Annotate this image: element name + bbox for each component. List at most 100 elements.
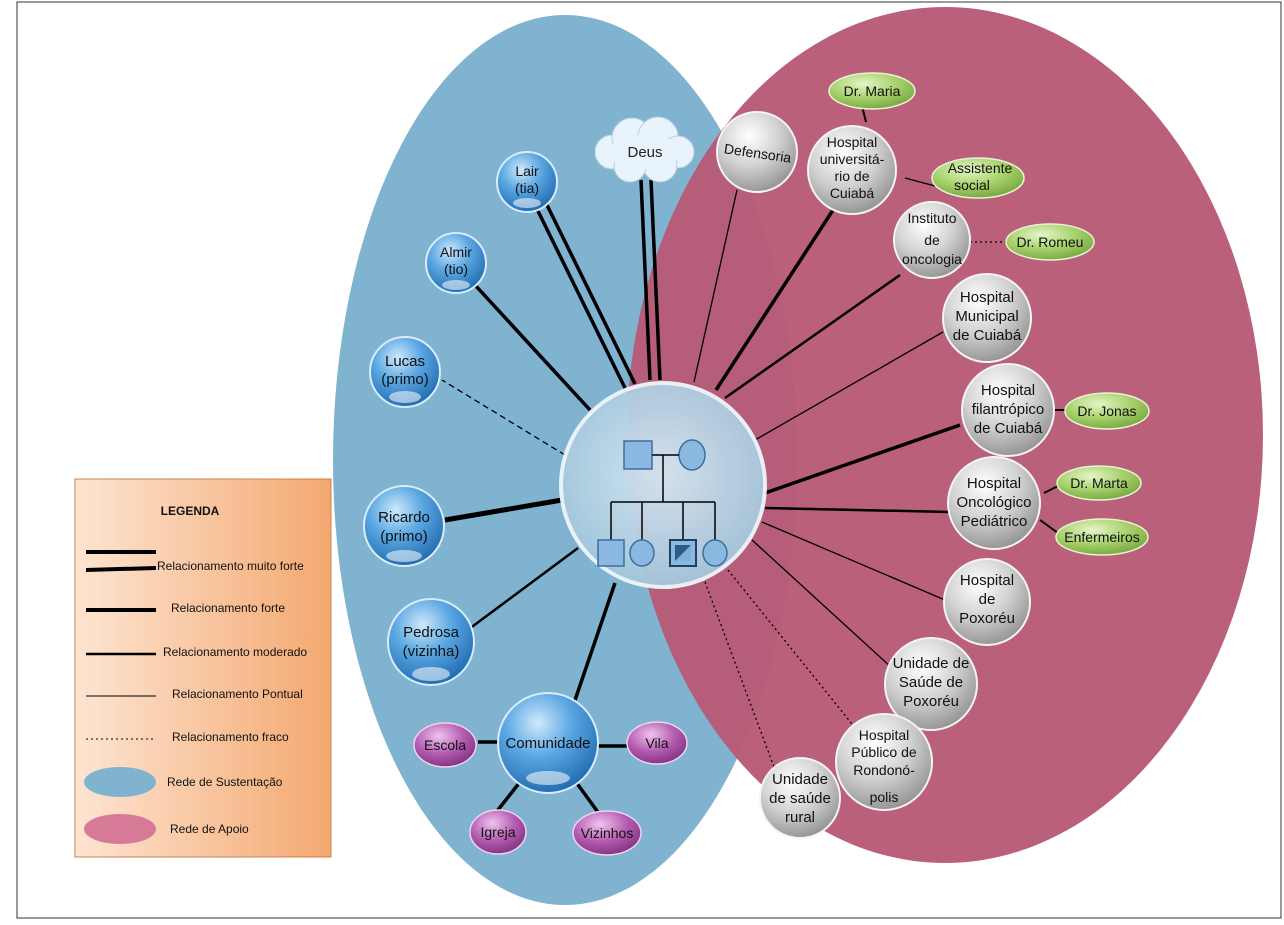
enfermeiros-label: Enfermeiros — [1064, 529, 1139, 545]
daughter-circle — [629, 539, 655, 567]
legend-moderate: Relacionamento moderado — [163, 645, 307, 659]
node-enfermeiros: Enfermeiros — [1055, 518, 1149, 556]
hosp-pox-line1: Hospital — [960, 572, 1014, 589]
hosp-pox-line2: de — [979, 591, 996, 608]
node-instituto-oncologia: Instituto de oncologia — [893, 201, 971, 279]
hosp-mun-line2: Municipal — [955, 308, 1018, 325]
node-unidade-saude-poxoreu: Unidade de Saúde de Poxoréu — [884, 637, 978, 731]
hosp-onco-line2: Oncológico — [956, 494, 1031, 511]
legend: LEGENDA Relacionamento muito forte Relac… — [74, 478, 332, 858]
deus-label: Deus — [627, 144, 662, 161]
node-igreja: Igreja — [469, 809, 527, 855]
node-unidade-saude-rural: Unidade de saúde rural — [759, 757, 841, 839]
node-lair: Lair (tia) — [496, 151, 558, 213]
comunidade-label: Comunidade — [505, 735, 590, 752]
ricardo-relation: (primo) — [380, 528, 428, 545]
legend-punctual: Relacionamento Pontual — [172, 687, 303, 701]
legend-strong: Relacionamento forte — [171, 601, 285, 615]
hosp-univ-line4: Cuiabá — [830, 185, 875, 201]
daughter2-circle — [702, 539, 728, 567]
vila-label: Vila — [645, 735, 668, 751]
pedrosa-name: Pedrosa — [403, 624, 460, 641]
usr-line2: de saúde — [769, 790, 831, 807]
hosp-rond-line2: Público de — [851, 744, 917, 760]
hosp-univ-line2: universitá- — [820, 151, 885, 167]
ricardo-name: Ricardo — [378, 509, 430, 526]
assistente-line2: social — [954, 177, 990, 193]
support-connections — [441, 179, 662, 817]
legend-very-strong: Relacionamento muito forte — [157, 559, 304, 573]
node-dr-maria: Dr. Maria — [828, 72, 916, 110]
node-escola: Escola — [413, 722, 477, 768]
usp-line2: Saúde de — [899, 674, 963, 691]
son-square — [597, 539, 625, 567]
instituto-line1: Instituto — [907, 210, 956, 226]
hosp-mun-line3: de Cuiabá — [953, 327, 1022, 344]
legend-title: LEGENDA — [161, 504, 220, 518]
cloud-deus: Deus — [594, 116, 695, 183]
node-hospital-universitario: Hospital universitá- rio de Cuiabá — [807, 125, 897, 215]
dr-marta-label: Dr. Marta — [1070, 475, 1128, 491]
legend-box — [74, 478, 332, 858]
node-lucas: Lucas (primo) — [369, 336, 441, 408]
igreja-label: Igreja — [480, 824, 515, 840]
hosp-pox-line3: Poxoréu — [959, 610, 1015, 627]
lucas-name: Lucas — [385, 353, 425, 370]
node-hospital-filantropico: Hospital filantrópico de Cuiabá — [961, 363, 1055, 457]
legend-help: Rede de Apoio — [170, 822, 249, 836]
hosp-filan-line3: de Cuiabá — [974, 420, 1043, 437]
lair-name: Lair — [515, 163, 539, 179]
instituto-line3: oncologia — [902, 251, 962, 267]
node-comunidade: Comunidade — [497, 692, 599, 794]
mother-circle — [678, 439, 706, 471]
dr-jonas-label: Dr. Jonas — [1077, 403, 1136, 419]
node-pedrosa: Pedrosa (vizinha) — [387, 598, 475, 686]
legend-support-swatch — [84, 767, 156, 797]
usr-line1: Unidade — [772, 771, 828, 788]
dr-maria-label: Dr. Maria — [844, 83, 901, 99]
lair-relation: (tia) — [515, 180, 539, 196]
lucas-relation: (primo) — [381, 371, 429, 388]
usp-line1: Unidade de — [893, 655, 970, 672]
hosp-univ-line1: Hospital — [827, 134, 878, 150]
dr-romeu-label: Dr. Romeu — [1017, 234, 1084, 250]
help-network-ellipse — [627, 7, 1263, 863]
almir-relation: (tio) — [444, 261, 468, 277]
hosp-mun-line1: Hospital — [960, 289, 1014, 306]
father-square — [623, 440, 653, 470]
node-ricardo: Ricardo (primo) — [363, 485, 445, 567]
node-dr-romeu: Dr. Romeu — [1005, 223, 1095, 261]
node-hospital-poxoreu: Hospital de Poxoréu — [943, 558, 1031, 646]
hosp-univ-line3: rio de — [834, 168, 869, 184]
hosp-filan-line2: filantrópico — [972, 401, 1045, 418]
legend-weak: Relacionamento fraco — [172, 730, 289, 744]
node-dr-marta: Dr. Marta — [1056, 465, 1142, 501]
node-assistente-social: Assistente social — [931, 157, 1025, 199]
help-connections — [693, 105, 1065, 776]
hosp-rond-line4: polis — [870, 789, 899, 805]
legend-support: Rede de Sustentação — [167, 775, 283, 789]
family-genogram — [559, 381, 767, 589]
node-almir: Almir (tio) — [425, 232, 487, 294]
node-dr-jonas: Dr. Jonas — [1064, 392, 1150, 430]
usp-line3: Poxoréu — [903, 693, 959, 710]
escola-label: Escola — [424, 737, 466, 753]
hosp-filan-line1: Hospital — [981, 382, 1035, 399]
legend-help-swatch — [84, 814, 156, 844]
instituto-line2: de — [924, 232, 940, 248]
almir-name: Almir — [440, 244, 472, 260]
usr-line3: rural — [785, 809, 815, 826]
node-vila: Vila — [626, 721, 688, 765]
vizinhos-label: Vizinhos — [581, 825, 634, 841]
node-vizinhos: Vizinhos — [572, 810, 642, 856]
pedrosa-relation: (vizinha) — [403, 643, 460, 660]
hosp-rond-line1: Hospital — [859, 727, 910, 743]
hosp-onco-line1: Hospital — [967, 475, 1021, 492]
hosp-onco-line3: Pediátrico — [961, 513, 1028, 530]
assistente-line1: Assistente — [948, 160, 1013, 176]
hosp-rond-line3: Rondonó- — [853, 762, 915, 778]
node-hospital-oncologico: Hospital Oncológico Pediátrico — [947, 456, 1041, 550]
node-defensoria: Defensoria — [716, 111, 798, 193]
